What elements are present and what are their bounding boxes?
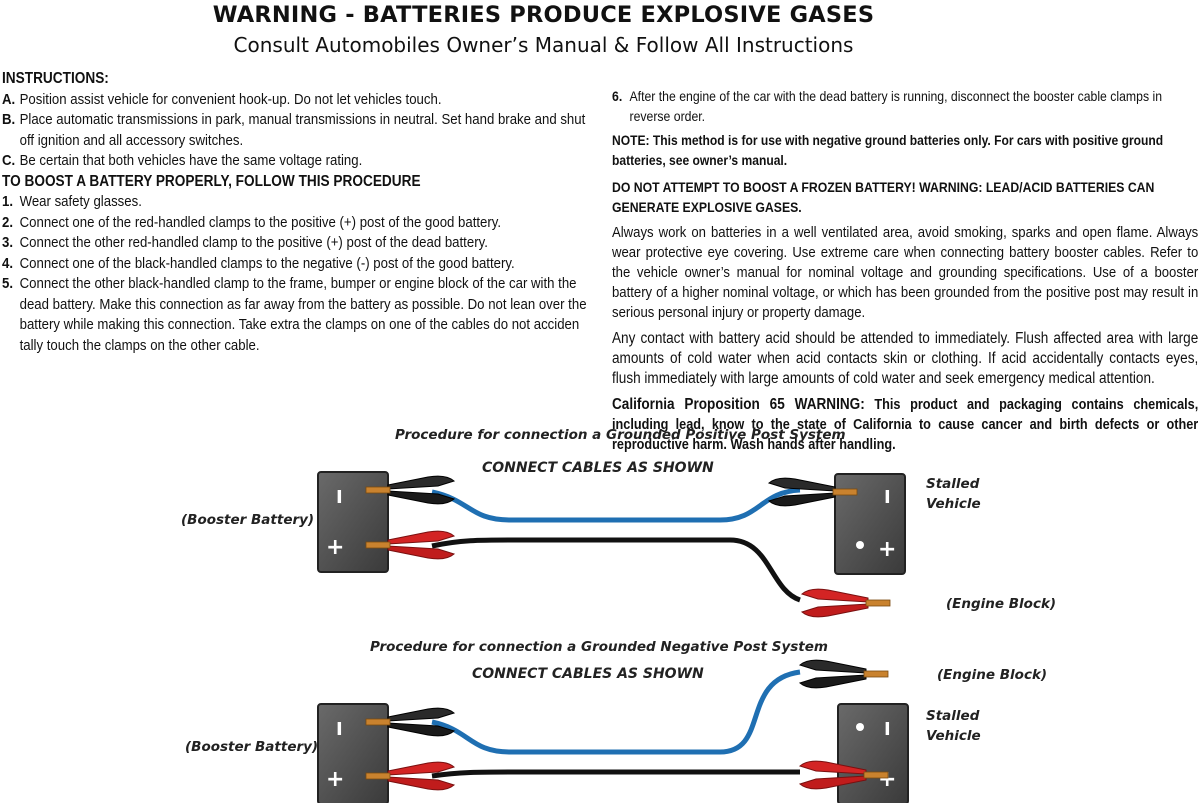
step-marker: 6. [612, 88, 623, 104]
plus-terminal-icon: + [878, 767, 896, 792]
positive-vehicle-label: Vehicle [926, 496, 981, 512]
step-marker: 5. [2, 275, 14, 292]
acid-paragraph: Any contact with battery acid should be … [612, 330, 1199, 387]
warnings-column: 6. After the engine of the car with the … [612, 86, 1198, 455]
procedure-heading: TO BOOST A BATTERY PROPERLY, FOLLOW THIS… [2, 172, 421, 190]
instruction-item: B. Place automatic transmissions in park… [2, 110, 593, 151]
frozen-battery-warning: DO NOT ATTEMPT TO BOOST A FROZEN BATTERY… [612, 179, 1155, 215]
step-text: Connect one of the red-handled clamps to… [19, 213, 502, 231]
instructions-column: INSTRUCTIONS: A. Position assist vehicle… [2, 69, 593, 356]
engine-block-clamp-icon [799, 659, 889, 689]
blue-cable [431, 487, 801, 523]
item-text: Place automatic transmissions in park, m… [19, 111, 586, 149]
step-text: Connect the other black-handled clamp to… [19, 275, 587, 354]
step-marker: 4. [2, 254, 14, 272]
minus-terminal-icon: I [884, 487, 891, 508]
item-marker: B. [2, 111, 16, 128]
terminal-post-icon [856, 723, 864, 731]
positive-diagram-caption: Procedure for connection a Grounded Posi… [395, 427, 846, 443]
item-text: Position assist vehicle for convenient h… [19, 90, 442, 108]
plus-terminal-icon: + [326, 767, 344, 792]
minus-terminal-icon: I [336, 487, 343, 508]
positive-diagram: I + I + [317, 471, 906, 618]
instruction-item: C. Be certain that both vehicles have th… [2, 151, 593, 172]
instruction-item: A. Position assist vehicle for convenien… [2, 90, 593, 111]
stalled-battery-icon [834, 473, 906, 575]
minus-terminal-icon: I [884, 719, 891, 740]
procedure-step: 5. Connect the other black-handled clamp… [2, 274, 593, 356]
ground-note: NOTE: This method is for use with negati… [612, 133, 1164, 168]
step-marker: 2. [2, 213, 14, 231]
prop65-lead: California Proposition 65 WARNING: [612, 396, 865, 413]
step-text: Connect the other red-handled clamp to t… [19, 234, 488, 251]
prop65-text: This product and packaging contains chem… [612, 397, 1199, 453]
engine-block-clamp-icon [801, 588, 891, 618]
positive-booster-label: (Booster Battery) [181, 512, 315, 528]
warning-title: WARNING - BATTERIES PRODUCE EXPLOSIVE GA… [212, 2, 875, 28]
positive-connect-instruction: CONNECT CABLES AS SHOWN [482, 460, 714, 476]
step-text: After the engine of the car with the dea… [629, 88, 1163, 124]
black-cable [431, 537, 801, 603]
minus-terminal-icon: I [336, 719, 343, 740]
procedure-step: 2. Connect one of the red-handled clamps… [2, 213, 593, 234]
positive-stalled-label: Stalled [926, 476, 980, 492]
item-marker: A. [2, 90, 16, 108]
negative-booster-label: (Booster Battery) [185, 739, 319, 755]
blue-cable [431, 669, 801, 755]
ventilation-paragraph: Always work on batteries in a well venti… [612, 224, 1199, 321]
step-marker: 3. [2, 234, 14, 251]
procedure-step: 1. Wear safety glasses. [2, 192, 593, 213]
negative-engine-block-label: (Engine Block) [937, 667, 1048, 683]
warning-subtitle: Consult Automobiles Owner’s Manual & Fol… [233, 33, 854, 57]
step-text: Wear safety glasses. [19, 193, 142, 210]
black-cable [431, 769, 800, 779]
negative-vehicle-label: Vehicle [926, 728, 981, 744]
negative-connect-instruction: CONNECT CABLES AS SHOWN [472, 666, 704, 682]
step-text: Connect one of the black-handled clamps … [19, 254, 515, 272]
item-marker: C. [2, 152, 16, 169]
stalled-battery-icon [837, 703, 909, 803]
plus-terminal-icon: + [878, 537, 896, 562]
plus-terminal-icon: + [326, 535, 344, 560]
positive-engine-block-label: (Engine Block) [946, 596, 1057, 612]
instructions-heading: INSTRUCTIONS: [2, 70, 109, 87]
negative-diagram: I + I + [317, 659, 909, 803]
negative-diagram-caption: Procedure for connection a Grounded Nega… [370, 639, 828, 655]
negative-stalled-label: Stalled [926, 708, 980, 724]
procedure-step-6: 6. After the engine of the car with the … [612, 86, 1198, 126]
step-marker: 1. [2, 193, 14, 210]
item-text: Be certain that both vehicles have the s… [19, 152, 363, 169]
terminal-post-icon [856, 541, 864, 549]
procedure-step: 4. Connect one of the black-handled clam… [2, 254, 593, 275]
prop65-warning: California Proposition 65 WARNING: This … [612, 395, 1198, 455]
procedure-step: 3. Connect the other red-handled clamp t… [2, 233, 593, 254]
